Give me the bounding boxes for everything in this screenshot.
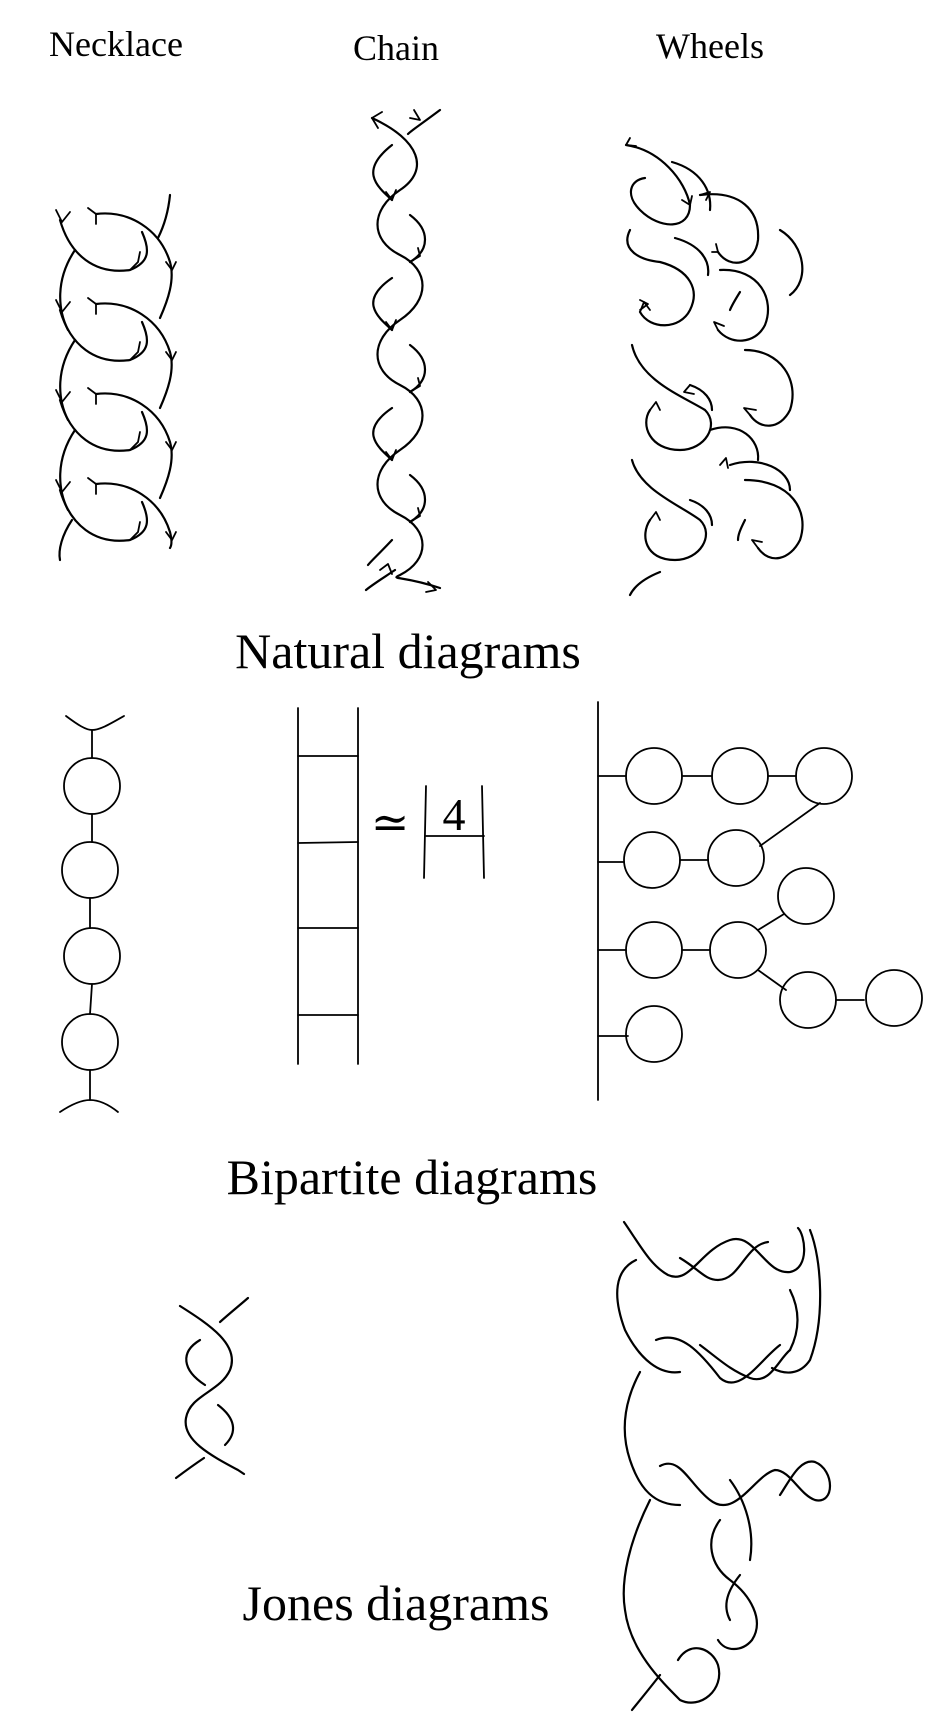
jones-twist-diagram: [174, 1296, 250, 1480]
chain-bipartite-diagram: [297, 707, 359, 1065]
box-number: 4: [443, 789, 466, 840]
wheels-natural-diagram: [624, 137, 804, 597]
box-element: [423, 785, 485, 879]
similar-symbol: ≃: [371, 797, 410, 848]
bipartite-diagrams-label: Bipartite diagrams: [227, 1149, 598, 1205]
natural-diagrams-label: Natural diagrams: [235, 623, 581, 679]
necklace-natural-diagram: [55, 193, 177, 562]
wheels-label: Wheels: [656, 26, 764, 66]
wheels-bipartite-diagram: [597, 701, 923, 1101]
necklace-bipartite-diagram: [59, 715, 125, 1113]
jones-knot-diagram: [616, 1220, 831, 1712]
jones-diagrams-label: Jones diagrams: [243, 1575, 550, 1631]
necklace-label: Necklace: [49, 24, 183, 64]
chain-natural-diagram: [364, 108, 442, 593]
chain-label: Chain: [353, 28, 439, 68]
